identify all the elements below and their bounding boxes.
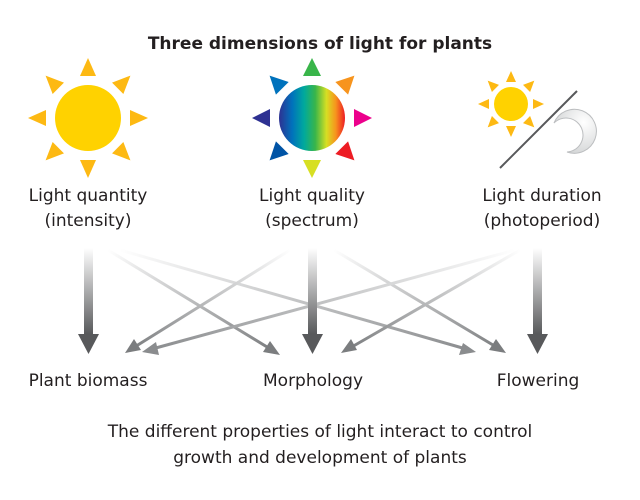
arrowhead [341,339,357,353]
arrowhead [489,339,506,353]
source-light-duration: Light duration (photoperiod) [452,184,632,234]
interaction-arrows [107,248,521,355]
arrowhead [125,339,141,353]
sun-moon-icon [478,71,597,169]
arrowhead [459,343,476,355]
source-light-quality: Light quality (spectrum) [232,184,392,234]
source-sublabel: (spectrum) [265,211,359,231]
source-light-quantity: Light quantity (intensity) [8,184,168,234]
source-label: Light duration [482,186,602,206]
main-arrows [78,248,548,354]
arrowhead [263,341,280,355]
source-sublabel: (intensity) [44,211,132,231]
outcome-plant-biomass: Plant biomass [28,371,148,391]
arrowhead [302,334,323,354]
outcome-flowering: Flowering [496,371,580,391]
outcome-morphology: Morphology [263,371,363,391]
arrowhead [142,342,159,355]
source-sublabel: (photoperiod) [483,211,601,231]
spectrum-sun-icon [252,58,372,178]
sun-icon [28,58,148,178]
source-label: Light quantity [28,186,148,206]
caption: The different properties of light intera… [0,419,640,471]
source-label: Light quality [259,186,365,206]
arrowhead [527,334,548,354]
diagram-title: Three dimensions of light for plants [147,34,493,54]
caption-line-1: The different properties of light intera… [107,422,533,442]
arrowhead [78,334,99,354]
caption-line-2: growth and development of plants [173,448,467,468]
